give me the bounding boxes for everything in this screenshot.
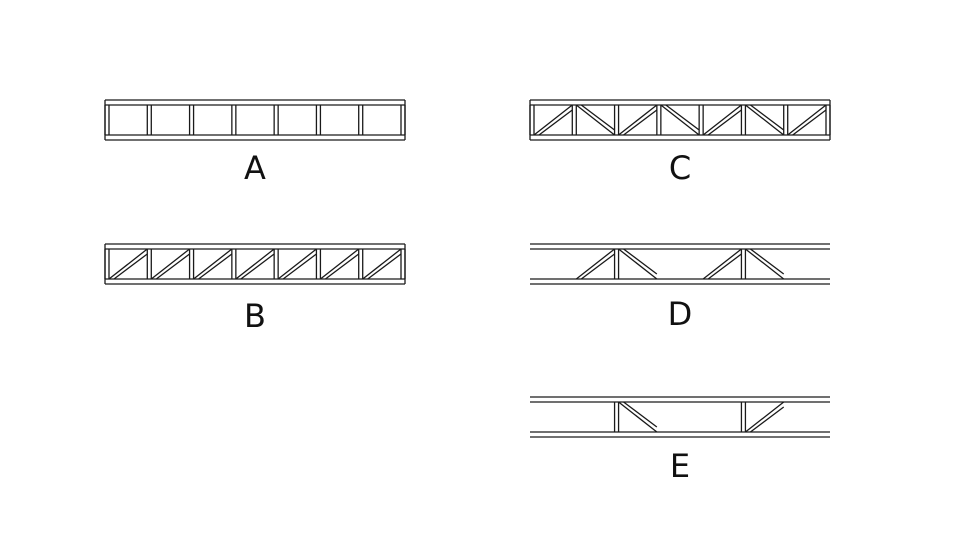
beam-d	[530, 243, 830, 285]
beam-b	[104, 243, 406, 285]
diagonal-web	[750, 248, 785, 275]
diagonal-web	[702, 104, 742, 136]
diagonal-web	[325, 253, 360, 280]
diagonal-web	[702, 248, 742, 280]
beam-label-d: D	[668, 295, 693, 333]
diagonal-web	[745, 248, 785, 280]
diagonal-web	[235, 248, 275, 280]
diagonal-web	[623, 109, 658, 136]
diagonal-web	[660, 104, 700, 136]
diagonal-web	[665, 104, 700, 131]
diagonal-web	[792, 109, 827, 136]
beam-label-c: C	[669, 149, 691, 187]
diagonal-web	[618, 104, 658, 136]
beam-label-a: A	[244, 149, 266, 187]
diagonal-web	[575, 104, 615, 136]
diagonal-web	[240, 253, 275, 280]
beam-a	[104, 99, 406, 141]
beam-label-b: B	[244, 297, 266, 335]
diagonal-web	[618, 248, 658, 280]
diagonal-web	[362, 248, 402, 280]
diagonal-web	[113, 253, 148, 280]
diagonal-web	[277, 248, 317, 280]
diagonal-web	[707, 253, 742, 280]
diagonal-web	[618, 401, 658, 433]
diagonal-web	[623, 248, 658, 275]
diagonal-web	[787, 104, 827, 136]
diagonal-web	[193, 248, 233, 280]
diagonal-web	[320, 248, 360, 280]
diagonal-web	[282, 253, 317, 280]
beam-c	[529, 99, 831, 141]
diagonal-web	[198, 253, 233, 280]
diagonal-web	[623, 401, 658, 428]
diagonal-web	[580, 253, 615, 280]
diagonal-web	[108, 248, 148, 280]
diagonal-web	[750, 406, 785, 433]
diagonal-web	[538, 109, 573, 136]
beam-label-e: E	[670, 447, 690, 485]
diagonal-web	[367, 253, 402, 280]
diagonal-web	[580, 104, 615, 131]
diagonal-web	[575, 248, 615, 280]
diagonal-web	[707, 109, 742, 136]
diagonal-web	[155, 253, 190, 280]
diagonal-web	[750, 104, 785, 131]
diagonal-web	[150, 248, 190, 280]
diagonal-web	[533, 104, 573, 136]
beam-e	[530, 396, 830, 438]
diagonal-web	[745, 104, 785, 136]
diagonal-web	[745, 401, 785, 433]
